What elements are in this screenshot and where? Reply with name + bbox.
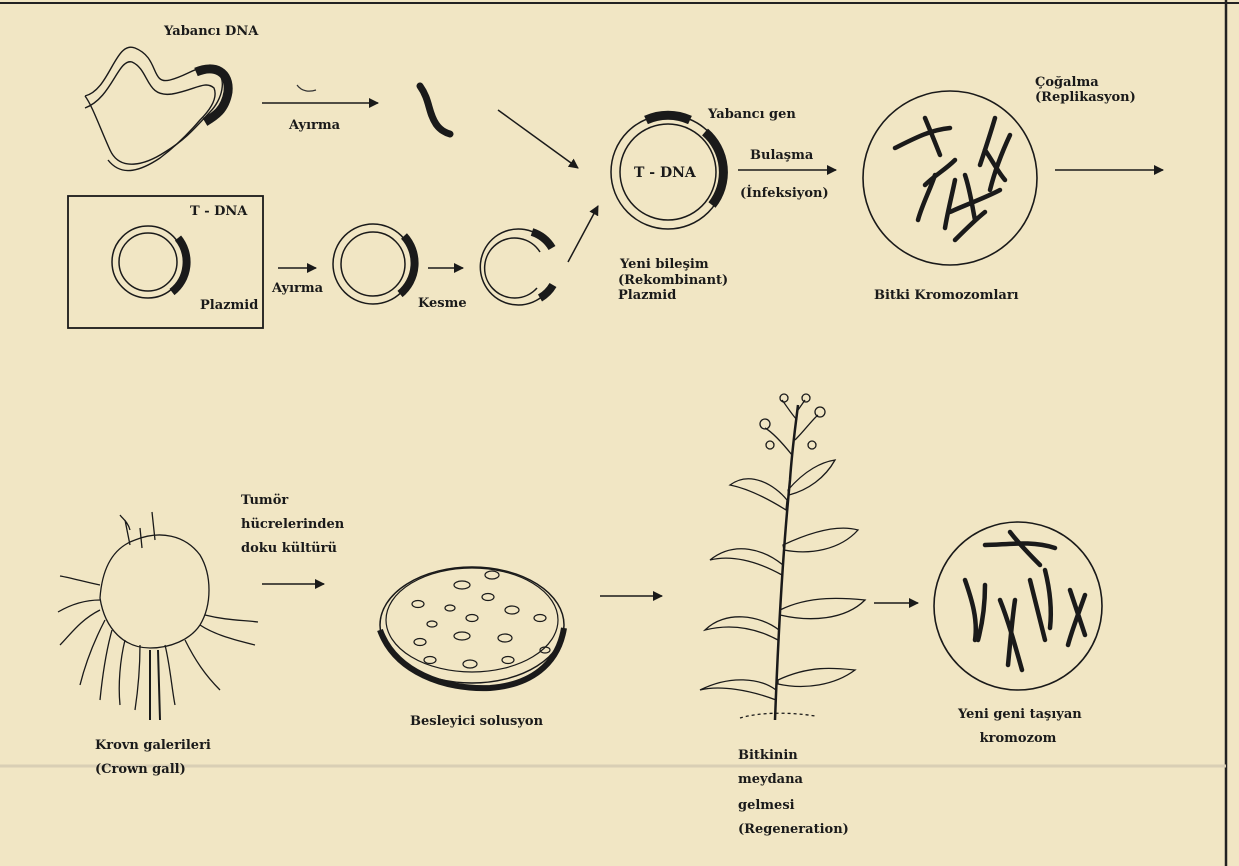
- plasmid-1: [112, 226, 187, 298]
- label-recombinant-2: (Rekombinant): [618, 273, 728, 289]
- label-plant-chromosomes: Bitki Kromozomları: [874, 288, 1019, 304]
- crown-gall-illustration: [58, 512, 258, 720]
- label-infection-2: (İnfeksiyon): [740, 186, 829, 202]
- regenerated-plant: [700, 394, 865, 720]
- label-t-dna-recombinant: T - DNA: [634, 165, 696, 181]
- label-plant-1: Bitkinin: [738, 748, 798, 764]
- label-foreign-gene: Yabancı gen: [708, 107, 796, 123]
- label-new-gene-2: kromozom: [958, 731, 1078, 747]
- petri-dish: [380, 567, 564, 688]
- label-infection-1: Bulaşma: [750, 148, 813, 164]
- label-separation-2: Ayırma: [272, 281, 323, 297]
- label-recombinant-1: Yeni bileşim: [620, 257, 709, 273]
- label-t-dna-box: T - DNA: [190, 204, 247, 220]
- label-foreign-dna: Yabancı DNA: [164, 24, 258, 40]
- label-replication-2: (Replikasyon): [1035, 90, 1136, 106]
- label-cutting: Kesme: [418, 296, 467, 312]
- label-crown-gall-1: Krovn galerileri: [95, 738, 211, 754]
- label-plasmid: Plazmid: [200, 298, 258, 314]
- plant-chromosomes-cell: [863, 91, 1037, 265]
- label-culture-2: hücrelerinden: [241, 517, 344, 533]
- label-culture-1: Tumör: [241, 493, 288, 509]
- label-crown-gall-2: (Crown gall): [95, 762, 186, 778]
- label-replication-1: Çoğalma: [1035, 75, 1099, 91]
- label-plant-2: meydana: [738, 772, 803, 788]
- cut-plasmid: [480, 229, 553, 305]
- label-new-gene-1: Yeni geni taşıyan: [958, 707, 1078, 723]
- plasmid-2: [333, 224, 415, 304]
- process-arrows: [262, 103, 1163, 603]
- mark: [297, 85, 316, 91]
- new-gene-chromosome-cell: [934, 522, 1102, 690]
- label-plant-4: (Regeneration): [738, 822, 849, 838]
- label-separation-1: Ayırma: [289, 118, 340, 134]
- foreign-dna-strand: [85, 47, 228, 170]
- label-nutrient-solution: Besleyici solusyon: [410, 714, 543, 730]
- label-plant-3: gelmesi: [738, 798, 795, 814]
- label-recombinant-3: Plazmid: [618, 288, 676, 304]
- label-culture-3: doku kültürü: [241, 541, 337, 557]
- foreign-gene-fragment: [420, 86, 450, 134]
